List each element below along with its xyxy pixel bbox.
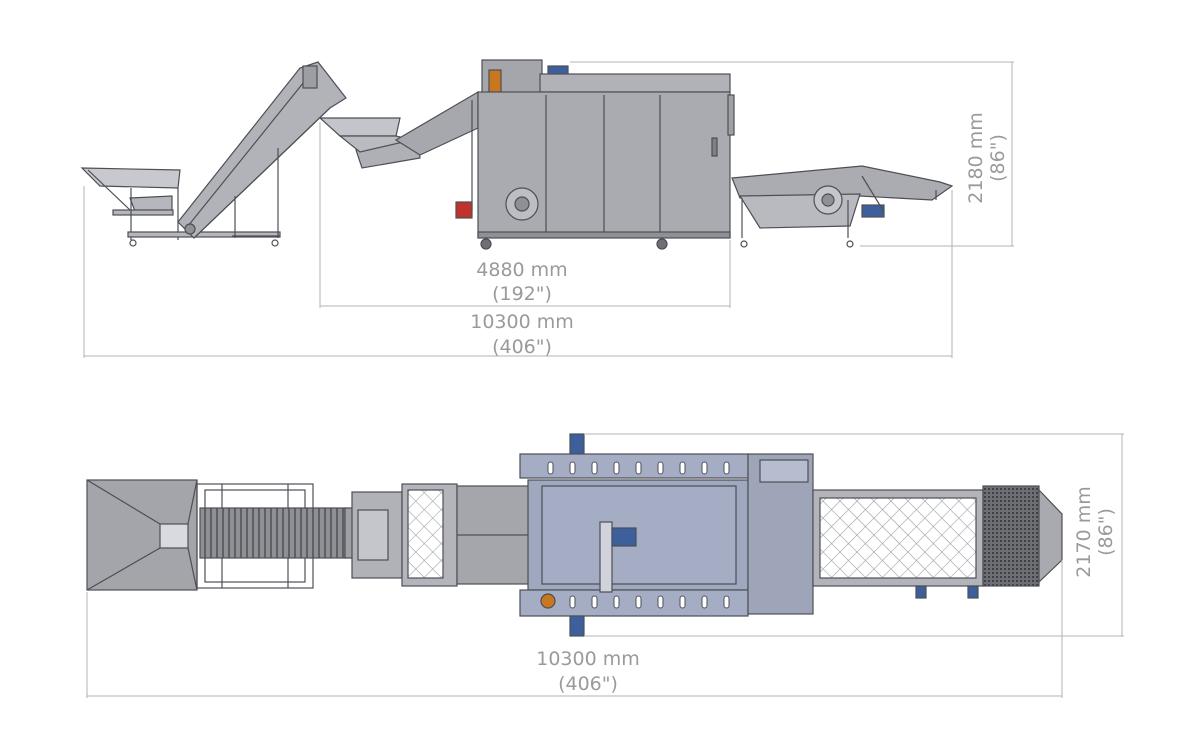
feed-hopper-side [80, 167, 281, 247]
side-main-length-imperial: (192") [492, 283, 552, 305]
feed-hopper-top [86, 479, 198, 591]
side-main-length-value: 4880 mm [476, 259, 567, 281]
side-height-value: 2180 mm [965, 112, 987, 203]
side-height-imperial: (86") [987, 134, 1009, 182]
top-width-imperial: (86") [1095, 508, 1117, 556]
side-view [80, 59, 954, 250]
top-overall-length-value: 10300 mm [536, 648, 640, 670]
feed-chute-side [318, 90, 479, 169]
top-view [86, 433, 1063, 637]
main-unit-slots [547, 461, 730, 609]
side-overall-length-imperial: (406") [492, 336, 552, 358]
top-view-dimensions [86, 433, 1124, 698]
exit-conveyor-top [812, 485, 1063, 599]
inclined-elevator-side [177, 61, 347, 239]
main-unit-top [519, 433, 814, 637]
side-view-dimensions [83, 61, 1014, 358]
main-unit-side [455, 59, 735, 250]
side-overall-length-value: 10300 mm [470, 311, 574, 333]
feed-chute-top [351, 483, 530, 587]
top-width-value: 2170 mm [1073, 486, 1095, 577]
exit-conveyor-side [731, 165, 954, 248]
top-overall-length-imperial: (406") [558, 673, 618, 695]
